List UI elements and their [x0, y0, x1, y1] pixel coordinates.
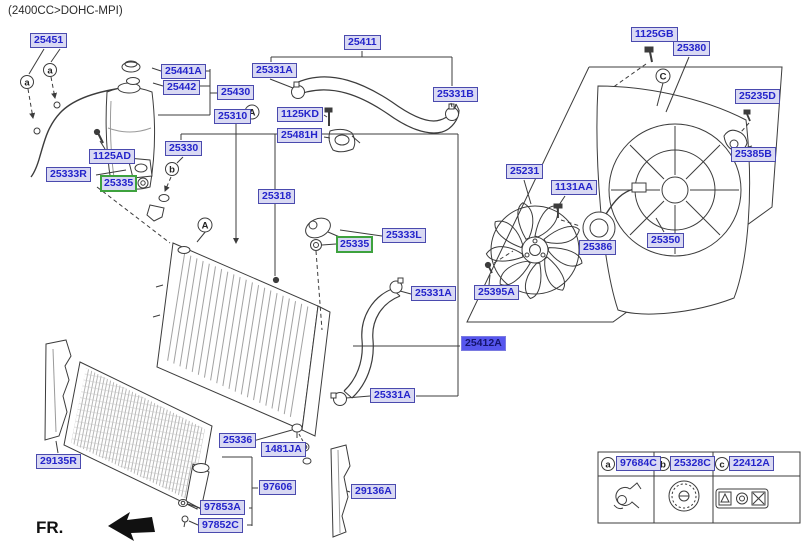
part-label-25442[interactable]: 25442	[163, 80, 201, 95]
callout-A-2: A	[202, 221, 209, 232]
callout-b: b	[169, 165, 175, 176]
part-label-97853A[interactable]: 97853A	[200, 500, 245, 515]
upper-hose-drawing	[291, 76, 460, 153]
callout-a-1: a	[24, 78, 30, 89]
part-label-25380[interactable]: 25380	[673, 41, 711, 56]
leader-lines-top-middle	[269, 51, 453, 139]
fr-direction-arrow	[108, 512, 155, 541]
callout-a-2: a	[47, 66, 53, 77]
part-label-29136A[interactable]: 29136A	[351, 484, 396, 499]
callout-A-1: A	[249, 108, 256, 119]
part-label-97606[interactable]: 97606	[259, 480, 297, 495]
part-label-25331B[interactable]: 25331B	[433, 87, 478, 102]
part-label-25331A-upper-left[interactable]: 25331A	[252, 63, 297, 78]
part-label-1131AA[interactable]: 1131AA	[551, 180, 597, 195]
part-label-25451[interactable]: 25451	[30, 33, 68, 48]
fan-shroud-drawing	[596, 46, 753, 315]
legend-part-label-97684C[interactable]: 97684C	[616, 456, 661, 471]
part-label-25231[interactable]: 25231	[506, 164, 544, 179]
part-label-25333R[interactable]: 25333R	[46, 167, 91, 182]
pressure-cap-icon	[668, 480, 700, 512]
part-label-1481JA[interactable]: 1481JA	[261, 442, 306, 457]
part-label-25386[interactable]: 25386	[579, 240, 617, 255]
part-label-25318[interactable]: 25318	[258, 189, 296, 204]
part-label-1125GB[interactable]: 1125GB	[631, 27, 678, 42]
part-label-25331A-middle[interactable]: 25331A	[411, 286, 456, 301]
page-title: (2400CC>DOHC-MPI)	[8, 5, 123, 17]
part-label-25336[interactable]: 25336	[219, 433, 257, 448]
part-label-29135R[interactable]: 29135R	[36, 454, 81, 469]
fr-front-indicator: FR.	[36, 518, 64, 537]
part-label-25481H[interactable]: 25481H	[277, 128, 322, 143]
caution-label-icon	[715, 488, 769, 509]
part-label-25430[interactable]: 25430	[217, 85, 255, 100]
part-label-25335-middle[interactable]: 25335	[336, 236, 374, 253]
part-label-25441A[interactable]: 25441A	[161, 64, 206, 79]
part-label-25395A[interactable]: 25395A	[474, 285, 519, 300]
part-label-25335-left[interactable]: 25335	[100, 175, 138, 192]
part-label-1125AD[interactable]: 1125AD	[89, 149, 135, 164]
callout-C: C	[660, 72, 667, 83]
legend-letter-c: c	[719, 460, 724, 471]
part-label-97852C[interactable]: 97852C	[198, 518, 243, 533]
condenser-drawing	[44, 339, 351, 538]
radiator-drawing	[152, 217, 343, 465]
part-label-25331A-lower[interactable]: 25331A	[370, 388, 415, 403]
part-label-1125KD[interactable]: 1125KD	[277, 107, 323, 122]
part-label-25412A-highlighted[interactable]: 25412A	[461, 336, 506, 351]
legend-letter-b: b	[660, 460, 666, 471]
part-label-25333L[interactable]: 25333L	[382, 228, 426, 243]
part-label-25235D[interactable]: 25235D	[735, 89, 780, 104]
legend-letter-a: a	[605, 460, 611, 471]
part-label-25350[interactable]: 25350	[647, 233, 685, 248]
clamp-clip-icon	[613, 482, 642, 510]
cooling-fan-drawing	[484, 179, 647, 300]
lower-hose-drawing	[330, 277, 404, 406]
part-label-25411[interactable]: 25411	[344, 35, 381, 50]
part-label-25385B[interactable]: 25385B	[731, 147, 776, 162]
part-label-25310[interactable]: 25310	[214, 109, 252, 124]
legend-part-label-22412A[interactable]: 22412A	[729, 456, 774, 471]
part-label-25330[interactable]: 25330	[165, 141, 203, 156]
legend-part-label-25328C[interactable]: 25328C	[670, 456, 715, 471]
